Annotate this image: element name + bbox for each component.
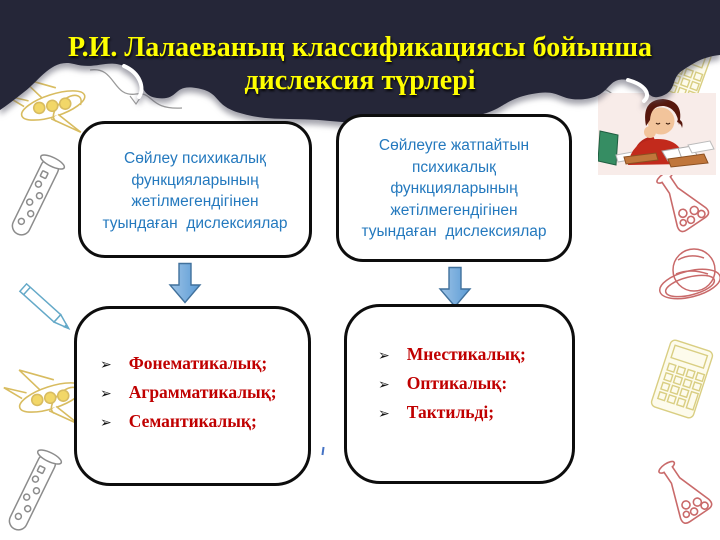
slide-title-line2: дислексия түрлері xyxy=(244,65,476,96)
list-item: ➢ Аграмматикалық; xyxy=(100,382,277,402)
pencil-sketch-icon xyxy=(89,69,183,109)
box-speech-psychic-dyslexia: Сөйлеу психикалық функцияларының жетілме… xyxy=(78,121,312,258)
box-speech-dyslexia-types: ➢ Фонематикалық; ➢ Аграмматикалық; ➢ Сем… xyxy=(74,306,311,486)
list-item: ➢ Оптикалық: xyxy=(378,373,508,393)
box-nonspeech-psychic-text: Сөйлеуге жатпайтын психикалық функциялар… xyxy=(361,137,547,240)
down-arrow-icon xyxy=(168,262,202,304)
box-speech-psychic-text: Сөйлеу психикалық функцияларының жетілме… xyxy=(102,150,288,232)
studying-boy-image xyxy=(598,93,716,175)
test-tube-doodle-icon xyxy=(11,154,66,236)
arrowhead-bullet-icon: ➢ xyxy=(100,413,112,430)
arrowhead-bullet-icon: ➢ xyxy=(100,384,112,401)
test-tube-doodle-icon xyxy=(8,449,63,531)
airplane-doodle-icon xyxy=(3,369,84,425)
box-nonspeech-dyslexia-types: ➢ Мнестикалық; ➢ Оптикалық: ➢ Тактильді; xyxy=(344,304,575,484)
arrowhead-bullet-icon: ➢ xyxy=(100,355,112,372)
arrowhead-bullet-icon: ➢ xyxy=(378,404,390,421)
calculator-doodle-icon xyxy=(650,339,714,419)
down-arrow-icon xyxy=(438,266,472,308)
list-item: ➢ Семантикалық; xyxy=(100,411,257,431)
slide-title-line1: Р.И. Лалаеваның классификациясы бойынша xyxy=(67,32,653,63)
slide-title: Р.И. Лалаеваның классификациясы бойынша … xyxy=(0,31,720,97)
stray-mark xyxy=(321,446,325,456)
arrowhead-bullet-icon: ➢ xyxy=(378,346,390,363)
list-item: ➢ Мнестикалық; xyxy=(378,344,526,364)
pencil-doodle-icon xyxy=(18,282,71,330)
planet-doodle-icon xyxy=(659,248,720,300)
arrowhead-bullet-icon: ➢ xyxy=(378,375,390,392)
list-item: ➢ Тактильді; xyxy=(378,402,495,422)
speech-dyslexia-list: ➢ Фонематикалық; ➢ Аграмматикалық; ➢ Сем… xyxy=(77,349,308,436)
nonspeech-dyslexia-list: ➢ Мнестикалық; ➢ Оптикалық: ➢ Тактильді; xyxy=(347,340,572,427)
list-item: ➢ Фонематикалық; xyxy=(100,353,268,373)
box-nonspeech-psychic-dyslexia: Сөйлеуге жатпайтын психикалық функциялар… xyxy=(336,114,572,262)
flask-doodle-icon xyxy=(658,460,713,524)
flask-doodle-icon xyxy=(656,170,710,233)
title-banner xyxy=(0,0,720,124)
